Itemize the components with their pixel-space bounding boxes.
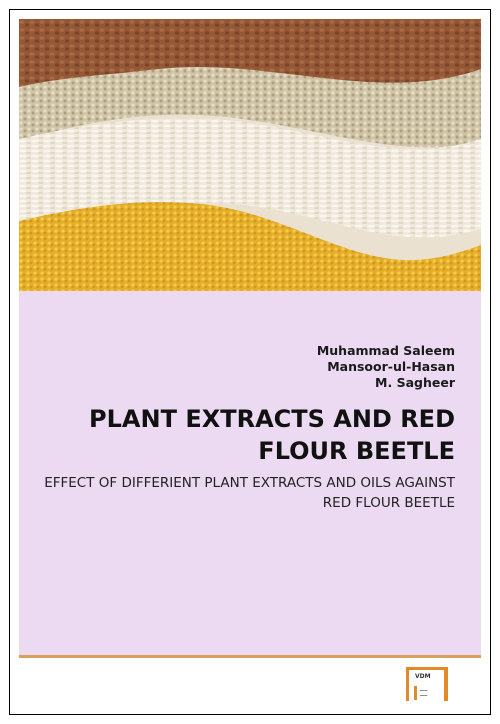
publisher-logo-text: VDM: [415, 673, 431, 680]
author-list: Muhammad Saleem Mansoor-ul-Hasan M. Sagh…: [317, 343, 455, 391]
logo-accent-icon: [414, 686, 417, 700]
book-cover: Muhammad Saleem Mansoor-ul-Hasan M. Sagh…: [19, 19, 481, 701]
logo-mark-icon: ━━━━━━: [420, 688, 428, 698]
grain-photo: [19, 19, 481, 291]
publisher-logo: VDM ━━━━━━: [406, 667, 448, 701]
book-title: PLANT EXTRACTS AND RED FLOUR BEETLE: [89, 405, 455, 465]
info-panel: Muhammad Saleem Mansoor-ul-Hasan M. Sagh…: [19, 291, 481, 659]
author-1: Muhammad Saleem: [316, 343, 455, 358]
author-2: Mansoor-ul-Hasan: [327, 359, 455, 374]
book-subtitle: EFFECT OF DIFFERIENT PLANT EXTRACTS AND …: [44, 475, 455, 511]
divider-rule: [19, 655, 481, 658]
author-3: M. Sagheer: [375, 375, 455, 390]
footer-band: [19, 658, 481, 701]
